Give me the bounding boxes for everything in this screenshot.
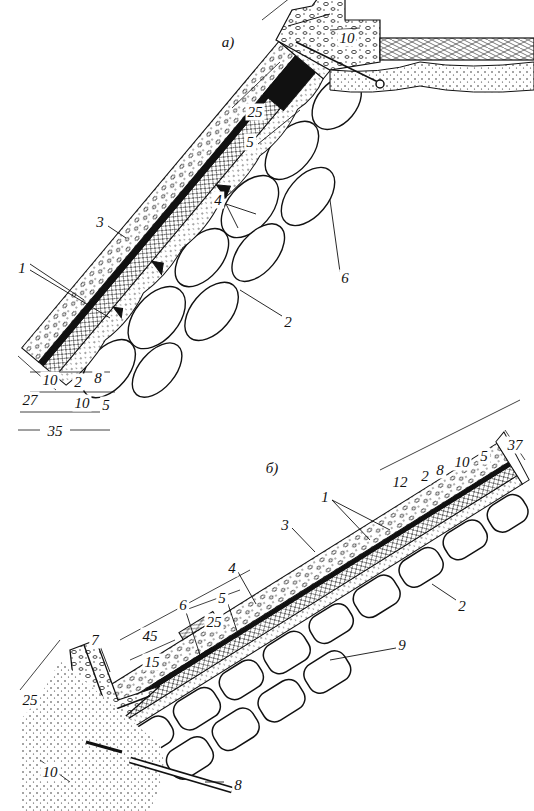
callout-number: 2 — [282, 314, 294, 331]
dimension-value: 2 — [72, 374, 84, 391]
dimension-value: 45 — [141, 628, 160, 645]
callout-number: 2 — [456, 598, 468, 615]
callout-number: 3 — [94, 214, 106, 231]
callout-number: 5 — [216, 590, 228, 607]
callout-number: 4 — [226, 560, 238, 577]
dimension-value: 25 — [205, 614, 224, 631]
dimension-value: 27 — [21, 392, 40, 409]
dimension-value: 12 — [391, 474, 410, 491]
figure-letter: б) — [264, 460, 281, 477]
callout-number: 3 — [279, 517, 291, 534]
callout-number: 4 — [212, 192, 224, 209]
dimension-value: 25 — [21, 692, 40, 709]
dimension-value: 10 — [453, 454, 472, 471]
callout-number: 6 — [177, 597, 189, 614]
callout-number: 1 — [16, 260, 28, 277]
dimension-value: 35 — [46, 423, 65, 440]
dimension-value: 2 — [419, 468, 431, 485]
callout-number: 7 — [89, 632, 101, 649]
dimension-value: 37 — [506, 437, 525, 454]
dimension-value: 5 — [100, 397, 112, 414]
callout-number: 1 — [319, 489, 331, 506]
dimension-value: 10 — [73, 395, 92, 412]
dimension-value: 8 — [92, 370, 104, 387]
callout-number: 8 — [232, 777, 244, 794]
callout-number: 9 — [396, 637, 408, 654]
callout-number: 6 — [339, 270, 351, 287]
dimension-value: 10 — [41, 372, 60, 389]
dimension-value: 10 — [338, 30, 357, 47]
dimension-value: 25 — [246, 104, 265, 121]
dimension-value: 5 — [478, 448, 490, 465]
dimension-value: 8 — [434, 462, 446, 479]
dimension-value: 15 — [143, 654, 162, 671]
callout-number: 5 — [244, 134, 256, 151]
figure-letter: а) — [220, 34, 237, 51]
dimension-value: 10 — [41, 764, 60, 781]
